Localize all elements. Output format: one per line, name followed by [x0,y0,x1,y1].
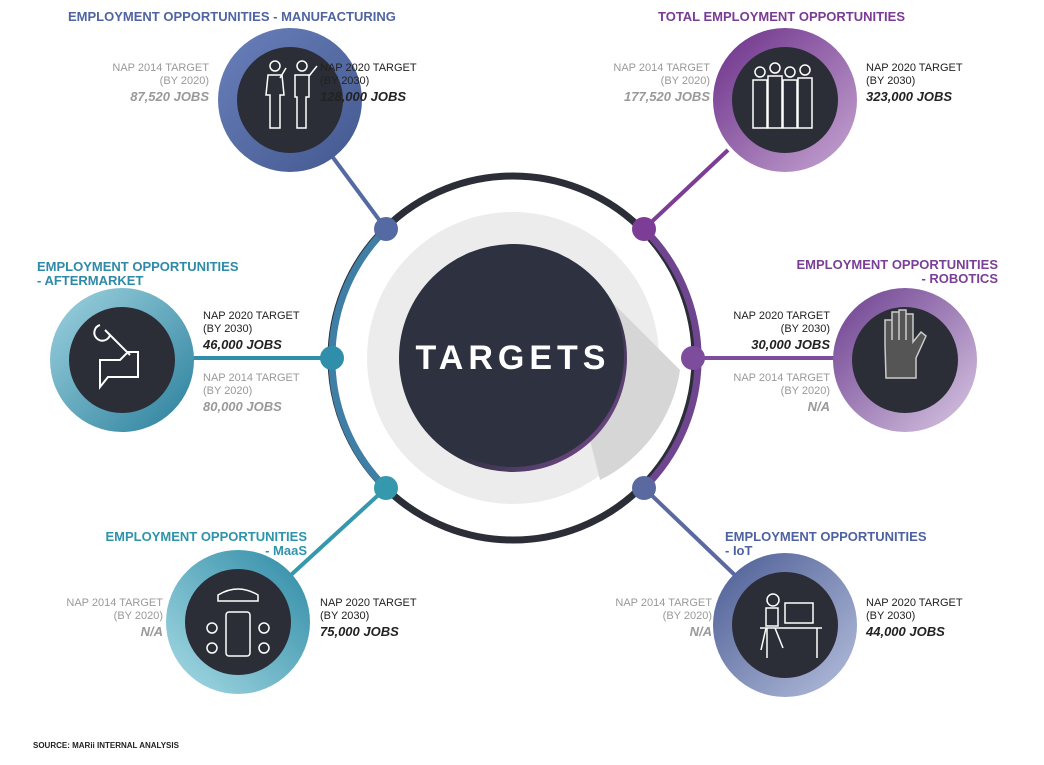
by-year: (BY 2030) [866,75,916,87]
title-line: - ROBOTICS [921,271,998,286]
by-year: (BY 2020) [113,610,163,622]
dot-maas [374,476,398,500]
value: 177,520 JOBS [623,89,710,104]
title-aftermarket: EMPLOYMENT OPPORTUNITIES- AFTERMARKET [37,260,239,288]
computer-worker-icon [760,593,822,658]
by-year: (BY 2020) [203,385,253,397]
new-target-iot: NAP 2020 TARGET(BY 2030) 44,000 JOBS [866,597,963,640]
node-circle-manufacturing [218,28,362,172]
new-target-total: NAP 2020 TARGET(BY 2030) 323,000 JOBS [866,62,963,105]
new-target-robotics: NAP 2020 TARGET(BY 2030) 30,000 JOBS [733,310,830,353]
title-line: - IoT [725,543,753,558]
node-circle-iot [713,553,857,697]
dot-robotics [681,346,705,370]
by-year: (BY 2020) [662,610,712,622]
source-note: SOURCE: MARii INTERNAL ANALYSIS [33,741,179,750]
old-target-maas: NAP 2014 TARGET(BY 2020) N/A [66,597,163,640]
by-year: (BY 2030) [780,323,830,335]
value: 80,000 JOBS [203,399,282,414]
label: NAP 2020 TARGET [866,62,963,74]
value: 46,000 JOBS [203,337,282,352]
dot-aftermarket [320,346,344,370]
new-target-manufacturing: NAP 2020 TARGET(BY 2030) 128,000 JOBS [320,62,417,105]
by-year: (BY 2030) [203,323,253,335]
connector-maas [278,486,388,587]
old-target-total: NAP 2014 TARGET(BY 2020) 177,520 JOBS [613,62,710,105]
title-maas: EMPLOYMENT OPPORTUNITIES- MaaS [105,530,307,558]
label: NAP 2014 TARGET [112,62,209,74]
value: 30,000 JOBS [751,337,830,352]
title-line: EMPLOYMENT OPPORTUNITIES [105,529,307,544]
title-line: - MaaS [265,543,307,558]
old-target-manufacturing: NAP 2014 TARGET(BY 2020) 87,520 JOBS [112,62,209,105]
title-line: EMPLOYMENT OPPORTUNITIES [725,529,927,544]
label: NAP 2014 TARGET [733,372,830,384]
label: NAP 2020 TARGET [733,310,830,322]
label: NAP 2020 TARGET [320,62,417,74]
by-year: (BY 2020) [780,385,830,397]
label: NAP 2014 TARGET [613,62,710,74]
value: 87,520 JOBS [130,89,209,104]
node-circle-total [713,28,857,172]
value: 44,000 JOBS [866,624,945,639]
label: NAP 2014 TARGET [66,597,163,609]
dot-total [632,217,656,241]
old-target-robotics: NAP 2014 TARGET(BY 2020) N/A [733,372,830,415]
value: 128,000 JOBS [320,89,407,104]
old-target-aftermarket: NAP 2014 TARGET(BY 2020) 80,000 JOBS [203,372,300,415]
by-year: (BY 2030) [320,75,370,87]
title-line: EMPLOYMENT OPPORTUNITIES [796,257,998,272]
node-circle-maas [166,550,310,694]
value: N/A [807,399,830,414]
node-circle-aftermarket [50,288,194,432]
by-year: (BY 2030) [866,610,916,622]
center-title: TARGETS [415,338,611,377]
by-year: (BY 2020) [660,75,710,87]
label: NAP 2020 TARGET [320,597,417,609]
new-target-maas: NAP 2020 TARGET(BY 2030) 75,000 JOBS [320,597,417,640]
robot-hand-icon [884,309,927,379]
title-robotics: EMPLOYMENT OPPORTUNITIES- ROBOTICS [796,258,998,286]
new-target-aftermarket: NAP 2020 TARGET(BY 2030) 46,000 JOBS [203,310,300,353]
title-iot: EMPLOYMENT OPPORTUNITIES- IoT [725,530,927,558]
title-manufacturing: EMPLOYMENT OPPORTUNITIES - MANUFACTURING [68,9,396,24]
label: NAP 2020 TARGET [203,310,300,322]
title-total: TOTAL EMPLOYMENT OPPORTUNITIES [658,9,906,24]
title-line: EMPLOYMENT OPPORTUNITIES [37,259,239,274]
value: N/A [689,624,712,639]
by-year: (BY 2030) [320,610,370,622]
people-group-icon [752,62,813,129]
phone-mobility-icon [206,588,270,657]
title-line: - AFTERMARKET [37,273,144,288]
dot-manufacturing [374,217,398,241]
old-target-iot: NAP 2014 TARGET(BY 2020) N/A [615,597,712,640]
value: 75,000 JOBS [320,624,399,639]
label: NAP 2014 TARGET [203,372,300,384]
dot-iot [632,476,656,500]
center-circle [402,245,624,467]
connector-total [642,148,730,231]
workers-icon [265,60,318,129]
value: N/A [140,624,163,639]
by-year: (BY 2020) [159,75,209,87]
label: NAP 2020 TARGET [866,597,963,609]
wrench-hand-icon [93,324,139,390]
label: NAP 2014 TARGET [615,597,712,609]
value: 323,000 JOBS [866,89,953,104]
connector-iot [642,486,742,582]
